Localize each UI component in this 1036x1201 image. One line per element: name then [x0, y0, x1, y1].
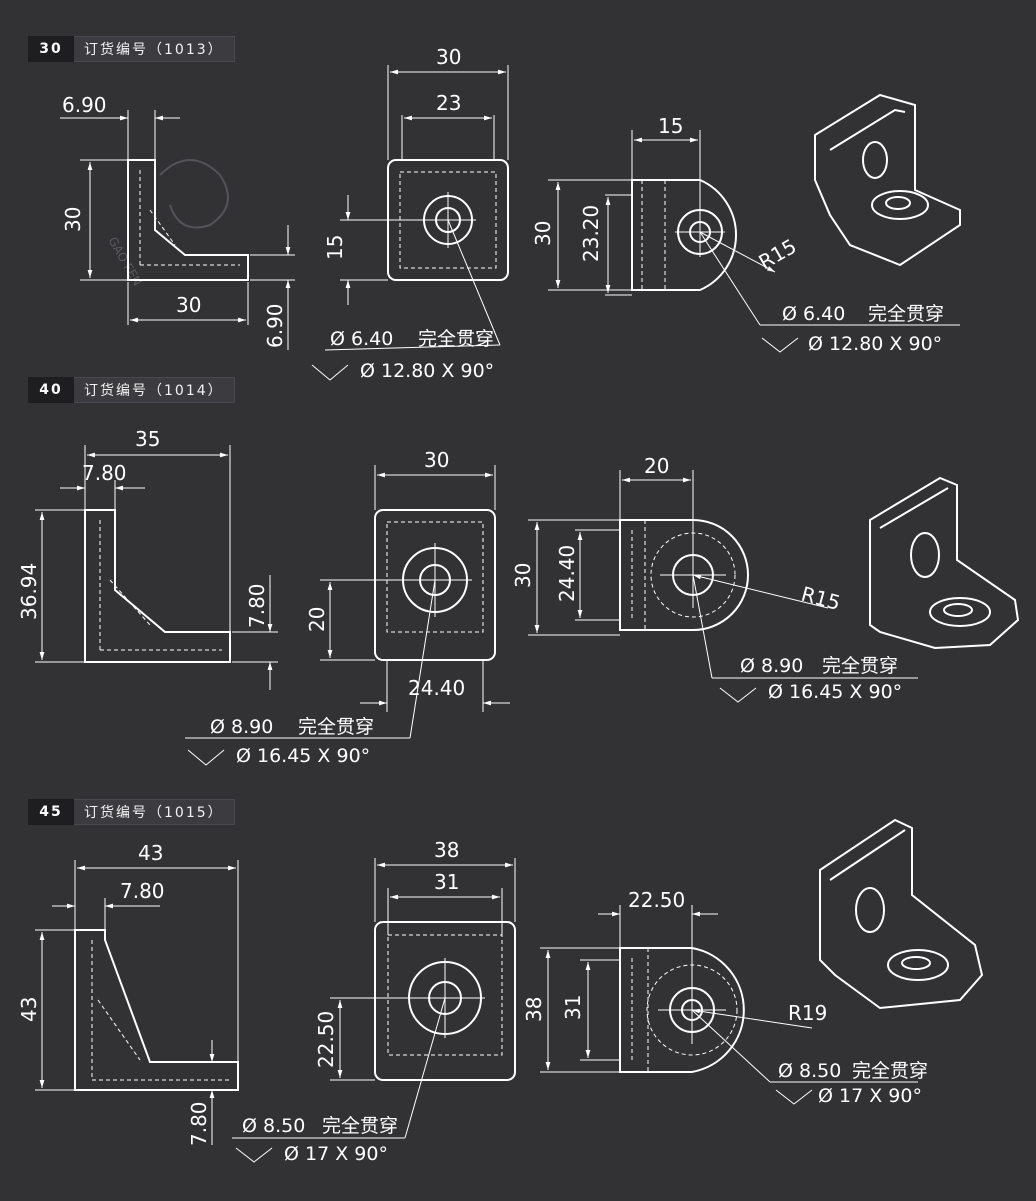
front-view: 30 20 24.40 Ø 8.90 完全贯穿 Ø 16.45 X 90°	[185, 448, 510, 767]
dim-width: 43	[138, 841, 163, 865]
callout-through-text: 完全贯穿	[852, 1060, 928, 1082]
dim-width: 6.90	[62, 93, 107, 117]
section-30-drawings: GAO FEN 6.90 30 30 6.90	[60, 45, 961, 382]
callout-through-dia: Ø 8.50	[778, 1060, 841, 1082]
top-view: 20 30 24.40 R15 Ø 8.90 完全贯穿 Ø 16.45 X 90…	[511, 454, 918, 703]
dim-thickness: 7.80	[245, 583, 269, 628]
dim-height: 30	[511, 563, 535, 588]
dim-inner: 23	[436, 91, 461, 115]
order-number-label: 订货编号（1014）	[74, 377, 235, 403]
dim-radius: R15	[755, 234, 801, 274]
dim-hole-offset: 20	[644, 454, 669, 478]
callout-counter: Ø 12.80 X 90°	[360, 360, 494, 382]
side-view: 35 7.80 36.94 7.80	[17, 427, 278, 690]
dim-outer: 30	[424, 448, 449, 472]
dim-thickness-top: 7.80	[120, 879, 165, 903]
section-number: 40	[28, 377, 74, 403]
dim-thickness: 6.90	[263, 303, 287, 348]
callout-through-text: 完全贯穿	[822, 655, 898, 677]
dim-base: 30	[176, 293, 201, 317]
callout-through-text: 完全贯穿	[298, 716, 374, 738]
dim-height: 30	[531, 221, 555, 246]
watermark-logo: GAO FEN	[105, 159, 229, 288]
side-view: 43 7.80 43 7.80	[17, 841, 239, 1146]
dim-hole-height: 20	[305, 607, 329, 632]
front-view: 38 31 22.50 Ø 8.50 完全贯穿 Ø 17 X 90°	[232, 838, 516, 1165]
callout-through-dia: Ø 8.90	[740, 655, 803, 677]
callout-through-dia: Ø 6.40	[330, 328, 393, 350]
dim-height: 43	[17, 997, 41, 1022]
dim-outer: 30	[436, 45, 461, 69]
section-number: 45	[28, 799, 74, 825]
dim-inner: 31	[434, 870, 459, 894]
section-tag-45: 45 订货编号（1015）	[28, 799, 235, 825]
callout-through-dia: Ø 8.90	[210, 716, 273, 738]
callout-counter: Ø 12.80 X 90°	[808, 333, 942, 355]
order-number-label: 订货编号（1013）	[74, 36, 235, 62]
dim-height: 36.94	[17, 563, 41, 620]
callout-through-text: 完全贯穿	[868, 303, 944, 325]
dim-height: 30	[61, 207, 85, 232]
dim-thickness: 7.80	[187, 1101, 211, 1146]
section-tag-40: 40 订货编号（1014）	[28, 377, 235, 403]
isometric-view	[819, 818, 984, 1010]
section-45-drawings: 43 7.80 43 7.80 38	[17, 818, 984, 1165]
dim-thickness-top: 7.80	[82, 461, 127, 485]
top-view: 22.50 38 31 R19 Ø 8.50 完全贯穿 Ø 17 X 90°	[522, 888, 928, 1107]
section-tag-30: 30 订货编号（1013）	[28, 36, 235, 62]
dim-width: 35	[135, 427, 160, 451]
dim-hole-offset: 22.50	[628, 888, 685, 912]
callout-through-dia: Ø 8.50	[242, 1115, 305, 1137]
dim-radius: R15	[799, 582, 843, 615]
callout-through-text: 完全贯穿	[418, 328, 494, 350]
front-view: 30 23 15 Ø 6.40 完全贯穿 Ø 12.80 X 90°	[311, 45, 509, 382]
side-view: 6.90 30 30 6.90	[60, 93, 295, 350]
section-40-drawings: 35 7.80 36.94 7.80 30	[17, 427, 1020, 767]
callout-counter: Ø 17 X 90°	[284, 1143, 388, 1165]
dim-inner: 23.20	[579, 205, 603, 262]
callout-counter: Ø 16.45 X 90°	[768, 681, 902, 703]
dim-hole-height: 22.50	[314, 1011, 338, 1068]
dim-inner: 31	[561, 995, 585, 1020]
dim-hole-height: 15	[323, 235, 347, 260]
callout-counter: Ø 16.45 X 90°	[236, 745, 370, 767]
dim-outer: 38	[434, 838, 459, 862]
isometric-view	[814, 93, 961, 267]
callout-through-dia: Ø 6.40	[782, 303, 845, 325]
top-view: 15 30 23.20 R15 Ø 6.40 完全贯穿 Ø 12.80 X 90…	[531, 114, 960, 355]
dim-radius: R19	[788, 1001, 827, 1025]
dim-inner: 24.40	[555, 545, 579, 602]
section-number: 30	[28, 36, 74, 62]
callout-through-text: 完全贯穿	[322, 1115, 398, 1137]
isometric-view	[869, 476, 1020, 650]
order-number-label: 订货编号（1015）	[74, 799, 235, 825]
dim-hole-offset: 15	[658, 114, 683, 138]
callout-counter: Ø 17 X 90°	[818, 1085, 922, 1107]
dim-height: 38	[522, 997, 546, 1022]
